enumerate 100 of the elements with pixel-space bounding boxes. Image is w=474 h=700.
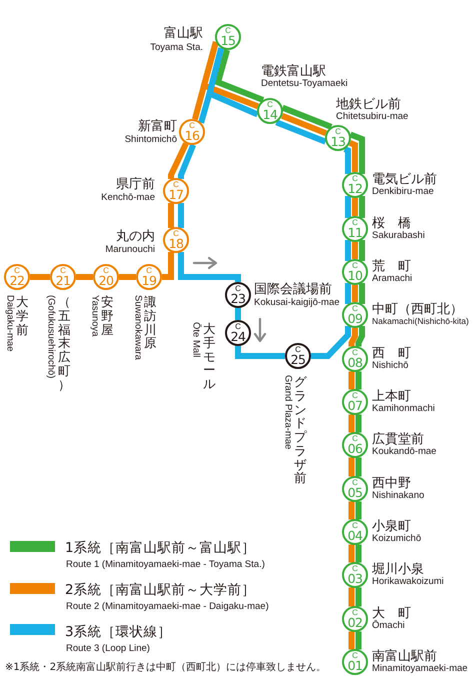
station-name: 大学前 <box>16 295 28 336</box>
route-description: Route 1 (Minamitoyamaeki-mae - Toyama Sta.) <box>66 559 265 570</box>
station-number: 21 <box>56 275 70 287</box>
route-line <box>348 632 354 650</box>
station-code-letter: C <box>352 435 358 443</box>
station-number: 22 <box>10 275 24 287</box>
route-line <box>235 308 241 320</box>
route-line <box>345 283 351 304</box>
station-number: 08 <box>348 357 362 369</box>
station-name-romaji: Horikawakoizumi <box>372 576 444 587</box>
legend-label: 3系統［環状線］ <box>65 624 172 640</box>
station-name-romaji: Chitetsubiru-mae <box>336 111 408 122</box>
route-line <box>352 198 358 216</box>
station-code-letter: C <box>352 392 358 400</box>
station-name-romaji: Grand Plaza-mae <box>282 375 294 450</box>
route-line <box>359 283 365 304</box>
station-name-romaji: Kenchō-mae <box>101 192 155 203</box>
station-code-letter: C <box>235 285 241 293</box>
route-line <box>119 274 136 280</box>
station-name: 新富町 <box>138 119 177 134</box>
station-number: 19 <box>142 275 156 287</box>
station-code-letter: C <box>352 219 358 227</box>
station-name: 県庁前 <box>116 177 155 192</box>
station-circle <box>163 227 189 253</box>
route-line <box>162 252 174 280</box>
station-number: 09 <box>348 313 362 325</box>
station-code-letter: C <box>225 27 231 35</box>
route-line <box>275 120 327 144</box>
station-number: 18 <box>168 238 184 250</box>
station-number: 13 <box>330 136 346 148</box>
route-line <box>282 104 332 130</box>
route-line <box>345 240 351 261</box>
station-name: （五福末広町） <box>58 295 70 392</box>
station-name-romaji: (Gofukusuehirochō) <box>46 295 56 378</box>
station-name-romaji: Toyama Sta. <box>150 42 203 53</box>
station-code-letter: C <box>173 181 179 189</box>
route-line <box>352 285 358 302</box>
station-name: 南富山駅前 <box>372 649 437 664</box>
station-code-letter: C <box>103 267 109 275</box>
station-name-romaji: Koukandō-mae <box>372 446 436 457</box>
station-number: 23 <box>230 293 246 305</box>
route-line <box>345 196 351 218</box>
station-number: 04 <box>348 530 362 542</box>
station-name: 桜 橋 <box>372 216 411 231</box>
route-line <box>178 203 184 228</box>
station-circle <box>342 346 368 372</box>
station-name-romaji: Shintomichō <box>124 134 177 145</box>
route-line <box>359 240 365 261</box>
station-number: 24 <box>230 331 246 343</box>
route-line <box>356 372 362 390</box>
station-code-letter: C <box>352 305 358 313</box>
station-name: グランドプラザ前 <box>294 375 306 485</box>
station-circle <box>342 476 368 502</box>
station-number: 10 <box>348 270 362 282</box>
route-line <box>348 414 354 432</box>
route-line <box>356 502 362 520</box>
station-number: 25 <box>290 354 306 366</box>
station-circle <box>163 178 189 204</box>
route-description: Route 3 (Loop Line) <box>66 643 150 654</box>
station-code-letter: C <box>189 122 195 130</box>
station-name-romaji: Dentetsu-Toyamaeki <box>261 78 348 89</box>
route-line <box>281 113 327 136</box>
station-number: 03 <box>348 573 362 585</box>
route-line <box>348 544 354 562</box>
station-name-romaji: Daigaku-mae <box>4 295 16 352</box>
route-line <box>356 458 362 476</box>
route-description: Route 2 (Minamitoyamaeki-mae - Daigaku-mae) <box>66 601 269 612</box>
station-number: 07 <box>348 400 362 412</box>
station-name-romaji: Kamihonmachi <box>372 403 435 414</box>
station-code-letter: C <box>295 346 301 354</box>
station-circle <box>342 606 368 632</box>
station-circle <box>4 264 30 290</box>
station-code-letter: C <box>352 175 358 183</box>
station-number: 02 <box>348 617 362 629</box>
station-name-romaji: Ōmachi <box>372 620 405 631</box>
station-name: 西中野 <box>372 476 411 491</box>
station-name: 荒 町 <box>372 259 411 274</box>
route-line <box>348 372 354 390</box>
station-circle <box>342 389 368 415</box>
station-name: 諏訪川原 <box>144 295 156 350</box>
station-name: 西 町 <box>372 346 411 361</box>
station-circle <box>342 172 368 198</box>
route-line <box>356 544 362 562</box>
station-code-letter: C <box>352 609 358 617</box>
station-name: 広貫堂前 <box>372 432 424 447</box>
station-circle <box>342 649 368 675</box>
station-code-letter: C <box>60 267 66 275</box>
station-circle <box>342 259 368 285</box>
station-name-romaji: Minamitoyamaeki-mae <box>372 663 468 674</box>
station-number: 15 <box>220 35 236 47</box>
station-name-romaji: Aramachi <box>372 273 412 284</box>
station-code-letter: C <box>352 479 358 487</box>
route-line <box>214 49 264 103</box>
station-name-romaji: Suwanokawara <box>132 295 144 360</box>
station-number: 20 <box>98 275 114 287</box>
station-number: 11 <box>348 227 362 239</box>
station-code-letter: C <box>335 128 341 136</box>
station-code-letter: C <box>352 349 358 357</box>
station-circle <box>342 216 368 242</box>
route-line <box>178 144 196 179</box>
